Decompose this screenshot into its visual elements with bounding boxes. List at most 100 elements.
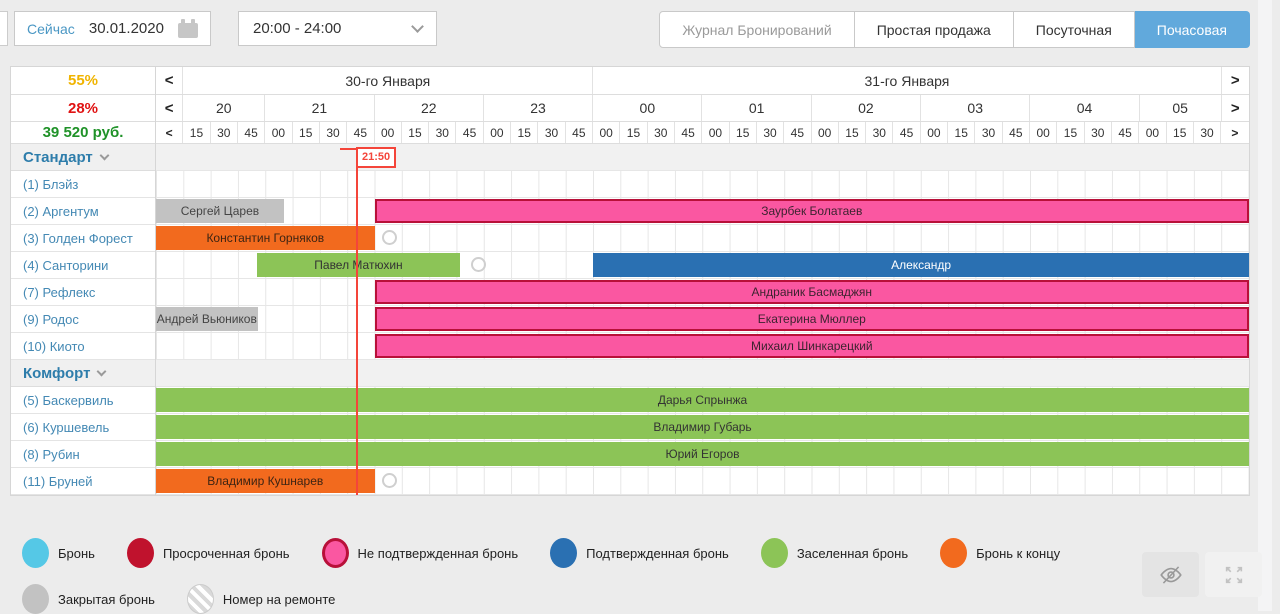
next-arrow[interactable]: >	[1230, 72, 1240, 89]
hour-cell: 23	[484, 95, 594, 121]
tab-daily[interactable]: Посуточная	[1013, 11, 1135, 48]
room-label[interactable]: (6) Куршевель	[11, 414, 155, 441]
room-grid-row[interactable]: Павел Матюхин Александр	[156, 252, 1249, 279]
date-control[interactable]: Сейчас 30.01.2020	[14, 11, 211, 46]
room-label[interactable]: (5) Баскервиль	[11, 387, 155, 414]
legend-item: Бронь	[22, 538, 95, 568]
room-grid-row[interactable]: Юрий Егоров	[156, 441, 1249, 468]
group-label: Комфорт	[23, 364, 91, 382]
hour-cell: 03	[921, 95, 1031, 121]
minute-cell: 15	[948, 122, 976, 143]
group-header[interactable]: Комфорт	[11, 360, 155, 387]
minute-cell: 30	[538, 122, 566, 143]
hour-cell: 05	[1140, 95, 1222, 121]
minute-cell: 15	[183, 122, 211, 143]
topbar: Сейчас 30.01.2020 20:00 - 24:00 Журнал Б…	[0, 0, 1280, 58]
revenue-stat: 39 520 руб.	[11, 122, 155, 144]
calendar-icon[interactable]	[178, 18, 198, 38]
minute-cell: 45	[566, 122, 593, 143]
next-arrow[interactable]: >	[1231, 125, 1239, 140]
booking-bar[interactable]: Заурбек Болатаев	[374, 199, 1249, 223]
booking-bar[interactable]: Екатерина Мюллер	[374, 307, 1249, 331]
minute-cell: 00	[702, 122, 730, 143]
booking-bar[interactable]: Андрей Вьюников	[156, 307, 258, 331]
booking-board: 55% 28% 39 520 руб. Стандарт(1) Блэйз(2)…	[10, 66, 1250, 496]
booking-bar[interactable]: Юрий Егоров	[156, 442, 1249, 466]
room-grid-row[interactable]	[156, 171, 1249, 198]
scrollbar-track[interactable]	[1258, 0, 1272, 611]
group-label: Стандарт	[23, 148, 93, 166]
room-label[interactable]: (9) Родос	[11, 306, 155, 333]
next-arrow[interactable]: >	[1230, 99, 1240, 117]
booking-bar[interactable]: Павел Матюхин	[257, 253, 460, 277]
room-label[interactable]: (8) Рубин	[11, 441, 155, 468]
legend-item: Заселенная бронь	[760, 538, 909, 568]
room-grid-row[interactable]: Владимир Губарь	[156, 414, 1249, 441]
legend-item: Бронь к концу	[940, 538, 1060, 568]
booking-bar[interactable]: Сергей Царев	[156, 199, 284, 223]
occupied-legend-swatch	[760, 538, 788, 568]
day-cell: 31-го Января	[593, 67, 1222, 94]
room-label[interactable]: (7) Рефлекс	[11, 279, 155, 306]
empty-slot-icon	[382, 473, 398, 488]
ending-legend-swatch	[940, 538, 968, 568]
day-cell: 30-го Января	[183, 67, 594, 94]
room-label[interactable]: (10) Киото	[11, 333, 155, 360]
room-label[interactable]: (3) Голден Форест	[11, 225, 155, 252]
booking-bar[interactable]: Константин Горняков	[156, 226, 375, 250]
confirmed-legend-swatch	[550, 538, 578, 568]
chevron-down-icon	[411, 19, 424, 33]
time-range-select[interactable]: 20:00 - 24:00	[238, 11, 437, 46]
empty-slot-icon	[470, 257, 486, 272]
legend-label: Заселенная бронь	[796, 545, 909, 561]
room-grid-row[interactable]: Дарья Спрынжа	[156, 387, 1249, 414]
room-grid-row[interactable]: Михаил Шинкарецкий	[156, 333, 1249, 360]
empty-slot-icon	[382, 230, 398, 245]
fullscreen-button[interactable]	[1205, 552, 1262, 597]
room-list: Стандарт (1) Блэйз(2) Аргентум(3) Голден …	[11, 144, 155, 495]
prev-arrow[interactable]: <	[156, 95, 184, 121]
tab-hourly[interactable]: Почасовая	[1134, 11, 1250, 48]
booking-bar[interactable]: Андраник Басмаджян	[374, 280, 1249, 304]
minute-cell: 45	[893, 122, 921, 143]
group-header[interactable]: Стандарт	[11, 144, 155, 171]
tab-journal[interactable]: Журнал Бронирований	[659, 11, 855, 48]
minute-cell: 30	[648, 122, 675, 143]
minute-cell: 30	[866, 122, 894, 143]
booking-bar[interactable]: Михаил Шинкарецкий	[374, 334, 1249, 358]
corner-buttons	[1142, 552, 1262, 597]
tab-simple-sale[interactable]: Простая продажа	[854, 11, 1014, 48]
minute-cell: 15	[620, 122, 648, 143]
room-grid-row[interactable]: Андрей Вьюников Екатерина Мюллер	[156, 306, 1249, 333]
room-grid-row[interactable]: Константин Горняков	[156, 225, 1249, 252]
room-grid-row[interactable]: Владимир Кушнарев	[156, 468, 1249, 495]
hour-cell: 02	[812, 95, 922, 121]
room-label[interactable]: (4) Санторини	[11, 252, 155, 279]
minute-cell: 30	[429, 122, 457, 143]
room-label[interactable]: (11) Бруней	[11, 468, 155, 495]
minute-cell: 00	[265, 122, 293, 143]
booking-bar[interactable]: Владимир Кушнарев	[156, 469, 375, 493]
minute-cell: 15	[839, 122, 867, 143]
chevron-down-icon	[96, 366, 107, 377]
prev-arrow[interactable]: <	[156, 67, 184, 94]
room-label[interactable]: (2) Аргентум	[11, 198, 155, 225]
room-grid-row[interactable]: Сергей Царев Заурбек Болатаев	[156, 198, 1249, 225]
booking-bar[interactable]: Дарья Спрынжа	[156, 388, 1249, 412]
minute-cell: 30	[975, 122, 1003, 143]
prev-arrow[interactable]: <	[156, 122, 184, 143]
hour-cell: 22	[375, 95, 484, 121]
time-range-value: 20:00 - 24:00	[253, 20, 342, 37]
booking-bar[interactable]: Александр	[593, 253, 1249, 277]
toggle-visibility-button[interactable]	[1142, 552, 1199, 597]
now-button[interactable]: Сейчас	[27, 20, 75, 37]
booking-bar[interactable]: Владимир Губарь	[156, 415, 1249, 439]
legend-label: Закрытая бронь	[58, 591, 155, 607]
room-label[interactable]: (1) Блэйз	[11, 171, 155, 198]
minute-cell: 15	[730, 122, 757, 143]
room-grid-row[interactable]: Андраник Басмаджян	[156, 279, 1249, 306]
minute-cell: 30	[211, 122, 238, 143]
